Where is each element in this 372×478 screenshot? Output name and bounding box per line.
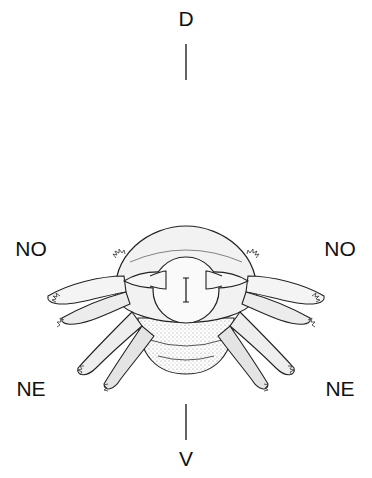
direction-label: V [179,448,193,469]
structure-label: NE [325,378,354,399]
structure-label: NE [16,378,45,399]
structure-label: NO [324,238,356,259]
direction-label: D [178,8,193,29]
structure-label: NO [15,238,47,259]
